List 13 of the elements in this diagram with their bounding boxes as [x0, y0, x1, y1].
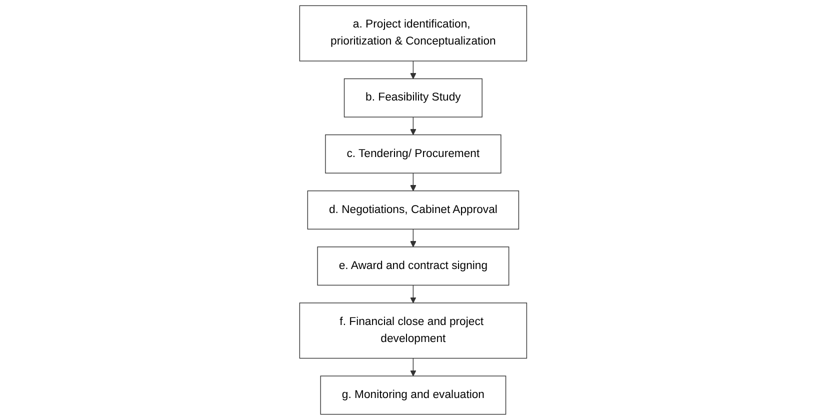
arrow [410, 172, 417, 192]
node-box: b. Feasibility Study [344, 78, 483, 118]
arrow [410, 60, 417, 80]
node-box: d. Negotiations, Cabinet Approval [308, 190, 520, 230]
arrow [410, 284, 417, 304]
arrow [410, 228, 417, 248]
node-box: c. Tendering/ Procurement [325, 134, 502, 174]
arrow [410, 358, 417, 376]
node-box: a. Project identification, prioritization & Conceptualization [300, 5, 528, 62]
arrow [410, 116, 417, 136]
node-box: f. Financial close and project development [300, 302, 528, 359]
node-box: e. Award and contract signing [318, 246, 510, 286]
node-box: g. Monitoring and evaluation [320, 376, 506, 415]
